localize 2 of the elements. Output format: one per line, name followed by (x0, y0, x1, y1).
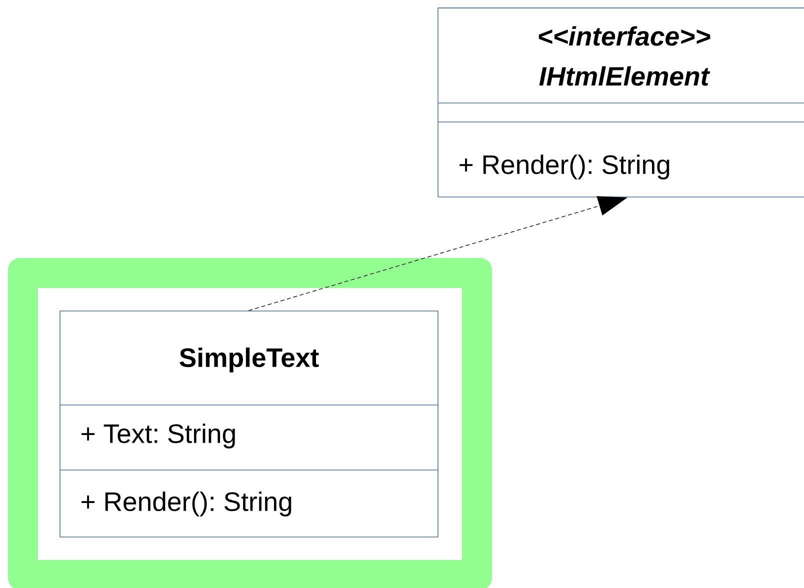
class-box: <<interface>> IHtmlElement + Render(): String (438, 8, 804, 198)
class-box: SimpleText + Text: String + Render(): String (60, 310, 438, 538)
